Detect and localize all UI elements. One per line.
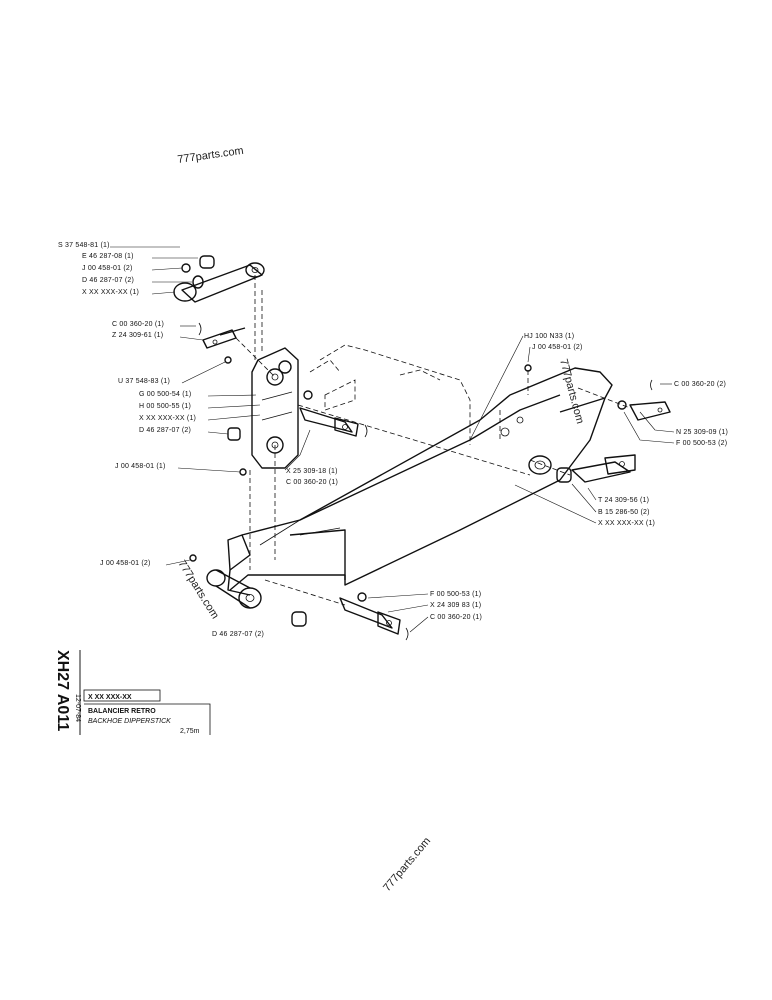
dipperstick-body [227,344,613,596]
callout-label: C 00 360-20 (2) [674,381,726,388]
side-plate-assembly [202,327,368,476]
callout-label: X XX XXX-XX (1) [139,415,196,422]
callout-label: B 15 286-50 (2) [598,509,650,516]
callout-label: J 00 458-01 (2) [82,265,132,272]
right-callouts: HJ 100 N33 (1) J 00 458-01 (2) C 00 360-… [367,333,728,633]
watermark-left: 777parts.com [175,558,220,621]
callout-label: HJ 100 N33 (1) [524,333,574,340]
callout-label: D 46 287-07 (2) [82,277,134,284]
callout-label: F 00 500-53 (2) [676,440,727,447]
callout-label: C 00 360-20 (1) [112,321,164,328]
callout-label: C 00 360-20 (1) [430,614,482,621]
callout-label: G 00 500-54 (1) [139,391,191,398]
callout-label: C 00 360-20 (1) [286,479,338,486]
drawing-code: XH27 A011 [54,650,71,731]
watermark-top: 777parts.com [177,145,245,166]
callout-label: X XX XXX-XX (1) [82,289,139,296]
title-block: XH27 A011 12-07-84 X XX XXX-XX BALANCIER… [54,650,211,735]
callout-label: X 24 309 83 (1) [430,602,481,609]
callout-label: J 00 458-01 (1) [115,463,165,470]
callout-label: J 00 458-01 (2) [100,560,150,567]
title-fr: BALANCIER RETRO [88,708,156,715]
callout-label: E 46 287-08 (1) [82,253,134,260]
callout-label: Z 24 309-61 (1) [112,332,163,339]
callout-label: D 46 287-07 (2) [139,427,191,434]
callout-label: S 37 548-81 (1) [58,242,110,249]
callout-label: D 46 287-07 (2) [212,631,264,638]
part-ref: X XX XXX-XX [88,694,132,701]
callout-label: N 25 309-09 (1) [676,429,728,436]
watermark-bottom: 777parts.com [381,835,433,894]
right-pin-assembly [524,364,671,483]
assembly-centerlines [235,275,631,606]
callout-label: X 25 309-18 (1) [286,468,338,475]
callout-label: U 37 548-83 (1) [118,378,170,385]
callout-label: F 00 500-53 (1) [430,591,481,598]
title-en: BACKHOE DIPPERSTICK [88,718,171,725]
callout-label: T 24 309-56 (1) [598,497,649,504]
callout-label: H 00 500-55 (1) [139,403,191,410]
callout-label: X XX XXX-XX (1) [598,520,655,527]
lower-pin-assembly [189,322,409,641]
upper-link-assembly [173,255,265,303]
drawing-date: 12-07-84 [74,694,81,722]
watermark-right: 777parts.com [557,358,586,425]
left-callouts: S 37 548-81 (1) E 46 287-08 (1) J 00 458… [58,242,338,638]
callout-label: J 00 458-01 (2) [532,344,582,351]
title-size: 2,75m [180,728,200,735]
